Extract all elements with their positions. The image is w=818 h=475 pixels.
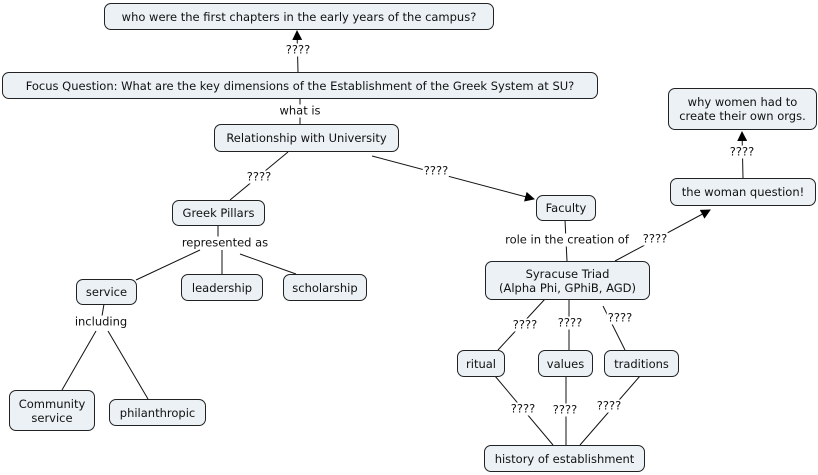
node-values[interactable]: values [538, 350, 593, 377]
node-traditions[interactable]: traditions [604, 350, 679, 377]
link-label: ???? [728, 144, 756, 159]
link-label: including [73, 314, 129, 329]
link-label: ???? [595, 398, 623, 413]
node-label: Relationship with University [226, 131, 387, 145]
link-label: role in the creation of [504, 232, 630, 247]
node-label: who were the first chapters in the early… [121, 9, 477, 24]
node-label: ritual [466, 356, 496, 371]
node-label: the woman question! [681, 185, 805, 199]
link-label: ???? [641, 231, 669, 246]
node-first-chapters[interactable]: who were the first chapters in the early… [104, 3, 494, 30]
node-scholarship[interactable]: scholarship [283, 274, 367, 301]
node-label-line1: why women had to [687, 95, 798, 109]
node-label: Faculty [545, 201, 587, 215]
node-label: values [546, 356, 585, 371]
node-ritual[interactable]: ritual [457, 350, 505, 377]
node-label-line2: create their own orgs. [679, 109, 806, 123]
link-label: ???? [509, 401, 537, 416]
node-faculty[interactable]: Faculty [536, 195, 596, 221]
node-label: scholarship [292, 280, 358, 295]
node-leadership[interactable]: leadership [181, 274, 263, 301]
link-label: ???? [551, 402, 579, 417]
link-label: represented as [180, 235, 270, 250]
link-label: what is [278, 103, 322, 118]
node-label: Greek Pillars [182, 206, 255, 220]
node-history[interactable]: history of establishment [484, 445, 645, 472]
node-label-line2: (Alpha Phi, GPhiB, AGD) [498, 280, 637, 295]
node-label-line1: Community [18, 396, 86, 411]
link-label: ???? [245, 169, 273, 184]
node-service[interactable]: service [76, 279, 137, 305]
node-relationship[interactable]: Relationship with University [214, 124, 399, 152]
node-label: traditions [614, 356, 669, 371]
node-label-line2: service [31, 410, 73, 425]
link-label: ???? [511, 317, 539, 332]
node-label: Focus Question: What are the key dimensi… [25, 78, 575, 93]
link-label: ???? [556, 315, 584, 330]
node-focus-question[interactable]: Focus Question: What are the key dimensi… [2, 72, 598, 99]
node-label: philanthropic [119, 405, 196, 420]
node-label: history of establishment [494, 451, 635, 466]
node-philanthropic[interactable]: philanthropic [109, 399, 206, 426]
node-label: leadership [191, 280, 253, 295]
node-syracuse-triad[interactable]: Syracuse Triad(Alpha Phi, GPhiB, AGD) [485, 261, 650, 300]
link-label: ???? [422, 163, 450, 178]
link-label: ???? [284, 42, 312, 57]
node-label-line1: Syracuse Triad [525, 266, 610, 281]
node-greek-pillars[interactable]: Greek Pillars [172, 200, 265, 226]
link-label: ???? [606, 310, 634, 325]
node-woman-question[interactable]: the woman question! [670, 178, 816, 206]
node-label: service [85, 285, 128, 299]
